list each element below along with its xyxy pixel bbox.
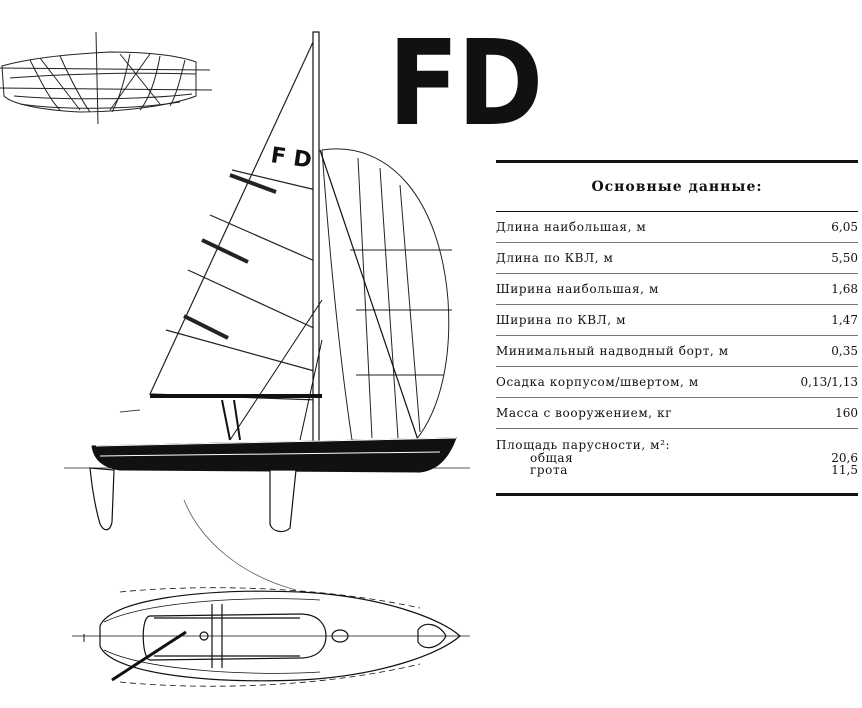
sail-area-total-label: общая [530,451,574,465]
spec-label: Ширина по КВЛ, м [496,313,627,327]
hull-lines-plan [0,31,213,125]
spec-row: Минимальный надводный борт, м 0,35 [496,336,858,367]
rigging [150,31,419,443]
deck-plan [72,587,470,687]
spec-row: Масса с вооружением, кг 160 [496,398,858,429]
sail-area-main-label: грота [530,463,568,477]
sail-number: F D [269,143,313,173]
spec-value: 1,68 [831,282,858,296]
spec-label: Ширина наибольшая, м [496,282,659,296]
spec-row: Ширина наибольшая, м 1,68 [496,274,858,305]
spec-label: Минимальный надводный борт, м [496,344,729,358]
spec-value: 160 [835,406,858,420]
specs-table: Основные данные: Длина наибольшая, м 6,0… [496,160,858,496]
spec-label: Осадка корпусом/швертом, м [496,375,699,389]
spec-row: Осадка корпусом/швертом, м 0,13/1,13 [496,367,858,398]
spec-label: Длина наибольшая, м [496,220,647,234]
spec-row: Длина наибольшая, м 6,05 [496,212,858,243]
mainsail: F D [149,39,319,401]
spec-label: Длина по КВЛ, м [496,251,614,265]
table-title: Основные данные: [591,179,763,195]
class-logo: FD [388,14,543,152]
spinnaker [321,148,452,441]
hull-profile [64,437,470,591]
sail-area-row: Площадь парусности, м²: общая 20,6 грота… [496,429,858,496]
spec-value: 5,50 [831,251,858,265]
spec-row: Ширина по КВЛ, м 1,47 [496,305,858,336]
sail-area-label: Площадь парусности, м²: [496,438,671,452]
spec-label: Масса с вооружением, кг [496,406,673,420]
spec-row: Длина по КВЛ, м 5,50 [496,243,858,274]
spec-value: 0,35 [831,344,858,358]
spec-value: 0,13/1,13 [800,375,858,389]
sail-area-main-value: 11,5 [831,463,858,477]
sail-area-total-value: 20,6 [831,451,858,465]
spec-value: 1,47 [831,313,858,327]
boat-drawing: F D [0,31,470,687]
spec-value: 6,05 [831,220,858,234]
